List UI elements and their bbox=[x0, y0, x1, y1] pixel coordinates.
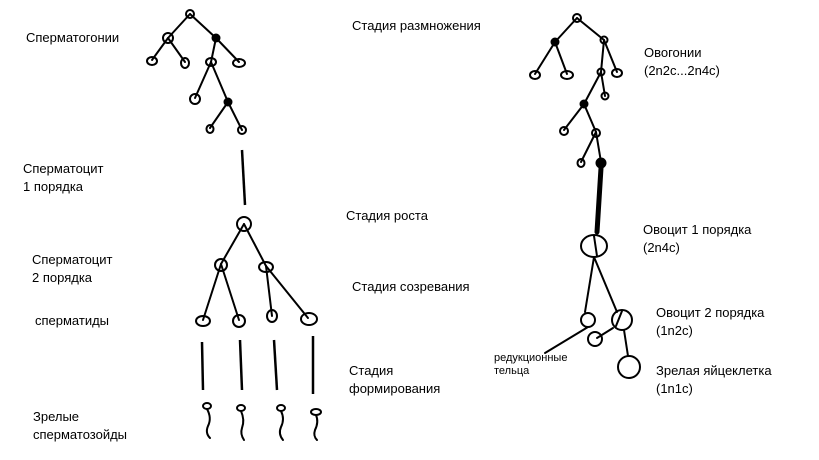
label-oocyte2: Овоцит 2 порядка (1n2c) bbox=[656, 304, 764, 340]
label-spermatocyte2-line1: Сперматоцит bbox=[32, 252, 113, 267]
label-spermatocyte1: Сперматоцит 1 порядка bbox=[23, 160, 103, 196]
label-mature-egg-line2: (1n1c) bbox=[656, 381, 693, 396]
label-stage-formation-line1: Стадия bbox=[349, 363, 394, 378]
label-mature-sperm: Зрелые сперматозойды bbox=[33, 408, 127, 444]
label-stage-growth: Стадия роста bbox=[346, 208, 428, 223]
label-polar-bodies: редукционные тельца bbox=[494, 352, 567, 378]
label-oogonia: Овогонии (2n2c...2n4c) bbox=[644, 44, 720, 80]
label-mature-egg: Зрелая яйцеклетка (1n1c) bbox=[656, 362, 772, 398]
sperm-cells bbox=[202, 402, 322, 441]
spermatogonia-tree bbox=[146, 9, 247, 135]
meiosis-tree-male bbox=[195, 216, 318, 328]
label-oocyte1: Овоцит 1 порядка (2n4c) bbox=[643, 221, 751, 257]
label-stage-maturation: Стадия созревания bbox=[352, 279, 470, 294]
label-oocyte1-line2: (2n4c) bbox=[643, 240, 680, 255]
label-polar-bodies-line1: редукционные bbox=[494, 352, 568, 364]
label-stage-reproduction: Стадия размножения bbox=[352, 18, 481, 33]
spermatocyte1-line bbox=[240, 149, 247, 206]
spermatid-lines bbox=[200, 336, 315, 394]
meiosis-tree-female bbox=[544, 234, 641, 379]
label-mature-egg-line1: Зрелая яйцеклетка bbox=[656, 363, 772, 378]
label-spermatocyte2-line2: 2 порядка bbox=[32, 270, 93, 285]
oocyte-line bbox=[594, 165, 604, 235]
label-oocyte2-line2: (1n2c) bbox=[656, 323, 693, 338]
label-oocyte1-line1: Овоцит 1 порядка bbox=[643, 222, 752, 237]
label-oogonia-line2: (2n2c...2n4c) bbox=[644, 63, 720, 78]
label-spermatogonia: Сперматогонии bbox=[26, 30, 120, 45]
label-mature-sperm-line2: сперматозойды bbox=[33, 427, 128, 442]
label-spermatocyte2: Сперматоцит 2 порядка bbox=[32, 251, 112, 287]
label-mature-sperm-line1: Зрелые bbox=[33, 409, 80, 424]
label-spermatocyte1-line1: Сперматоцит bbox=[23, 161, 104, 176]
label-stage-formation-line2: формирования bbox=[349, 381, 441, 396]
label-oocyte2-line1: Овоцит 2 порядка bbox=[656, 305, 765, 320]
label-oogonia-line1: Овогонии bbox=[644, 45, 702, 60]
label-spermatocyte1-line2: 1 порядка bbox=[23, 179, 84, 194]
oogonia-tree bbox=[529, 13, 623, 169]
label-spermatids: сперматиды bbox=[35, 313, 110, 328]
label-stage-formation: Стадия формирования bbox=[349, 362, 440, 398]
label-polar-bodies-line2: тельца bbox=[494, 365, 530, 377]
